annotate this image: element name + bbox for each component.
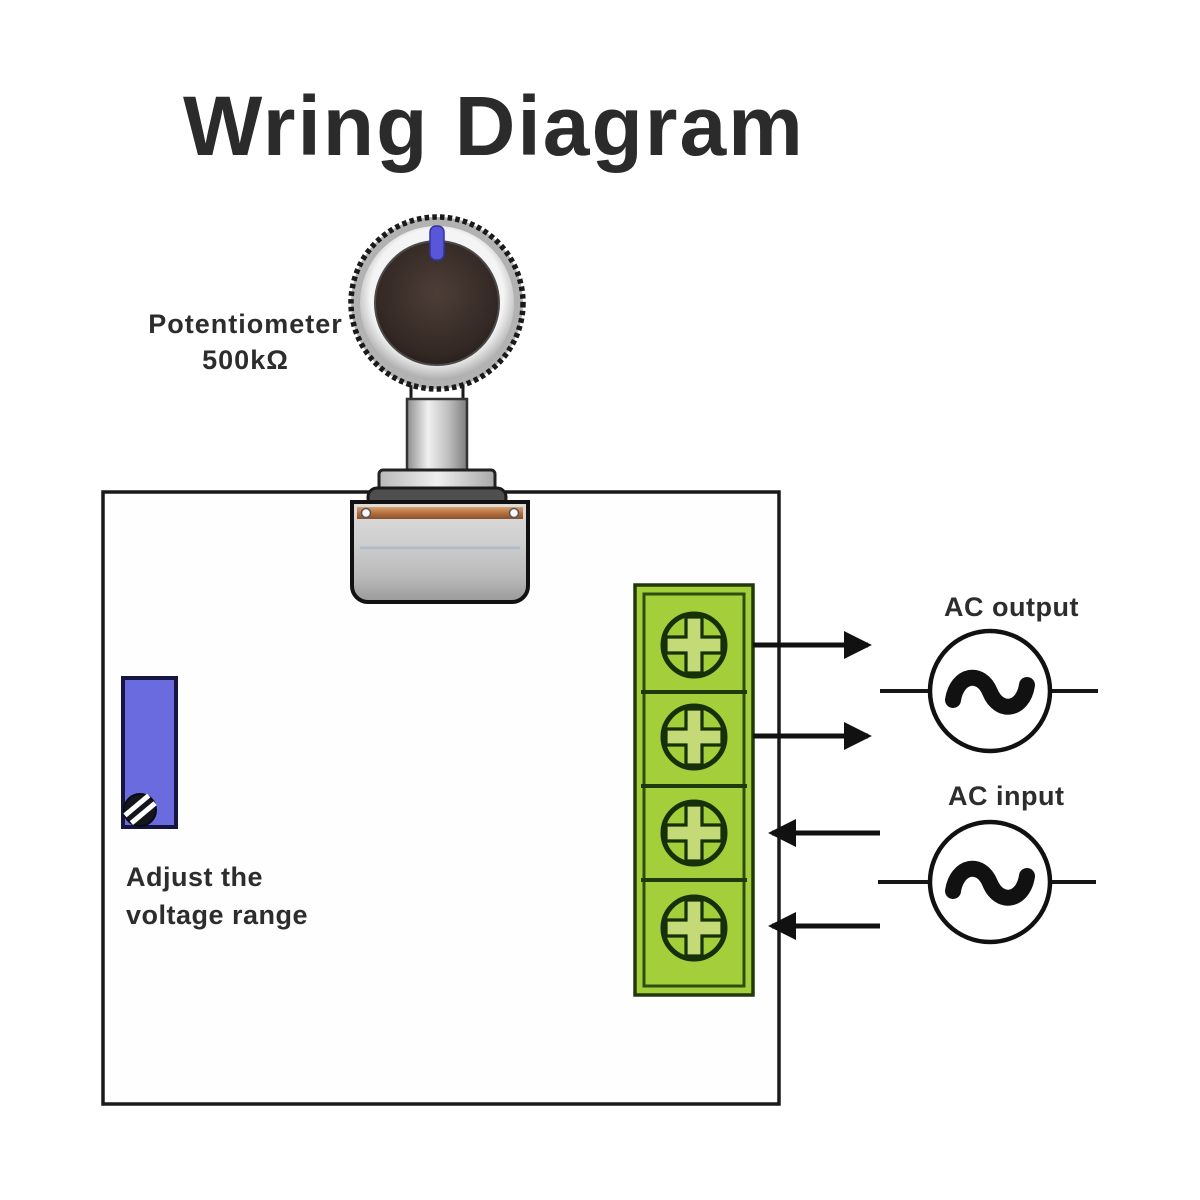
potentiometer-shaft	[405, 397, 469, 479]
copper-band	[357, 507, 523, 519]
ac-output-symbol	[880, 628, 1098, 754]
potentiometer-label-line1: Potentiometer	[148, 309, 343, 339]
terminal-block	[633, 583, 755, 997]
trimmer-label: Adjust the voltage range	[126, 858, 308, 934]
ac-input-label: AC input	[948, 781, 1065, 811]
potentiometer-label: Potentiometer 500kΩ	[138, 306, 353, 378]
trimmer-potentiometer	[121, 676, 178, 829]
ac-input-symbol	[878, 819, 1096, 945]
screw-terminal-1	[660, 611, 728, 679]
screw-terminal-4	[660, 894, 728, 962]
ac-output-label: AC output	[944, 592, 1079, 622]
potentiometer-knob	[348, 214, 526, 392]
trimmer-label-line2: voltage range	[126, 900, 309, 930]
trimmer-screw-icon	[123, 793, 157, 827]
sine-wave-icon	[945, 669, 1035, 715]
screw-terminal-3	[660, 799, 728, 867]
wiring-arrows	[753, 631, 880, 940]
potentiometer	[348, 214, 530, 604]
terminal-block-inset	[642, 592, 746, 988]
trimmer-label-line1: Adjust the	[126, 862, 263, 892]
sine-wave-icon	[945, 860, 1035, 906]
potentiometer-label-line2: 500kΩ	[202, 345, 289, 375]
potentiometer-body	[350, 500, 530, 604]
page-title: Wring Diagram	[183, 79, 805, 173]
knob-pointer-mark	[429, 225, 445, 261]
screw-terminal-2	[660, 703, 728, 771]
